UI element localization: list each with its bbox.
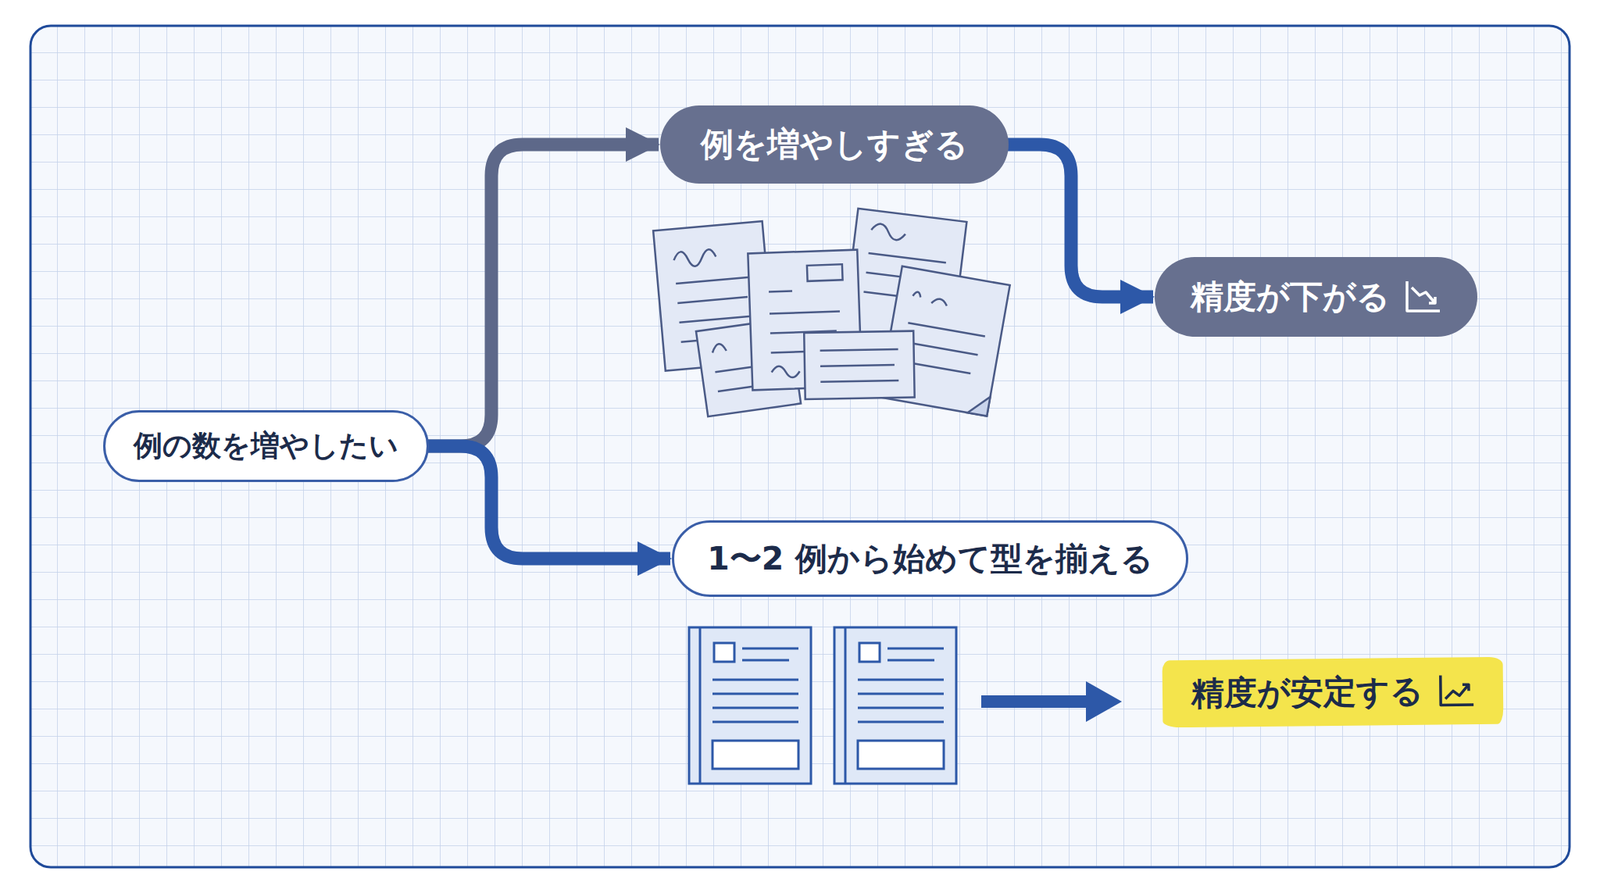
pill-box: 例の数を増やしたい <box>103 410 429 483</box>
connector-arrow <box>427 144 659 447</box>
node-label: 精度が下がる <box>1190 275 1390 319</box>
node-label: 精度が安定する <box>1190 669 1424 716</box>
pill-box: 例を増やしすぎる <box>660 105 1009 184</box>
connector-arrow <box>427 446 671 559</box>
frame <box>30 25 1570 868</box>
messy-papers <box>653 208 1011 417</box>
node-label: 1〜2 例から始めて型を揃える <box>707 537 1153 581</box>
result-arrow <box>981 681 1122 722</box>
node-label: 例の数を増やしたい <box>133 426 399 466</box>
tidy-documents <box>689 627 957 784</box>
highlight-box: 精度が安定する <box>1162 657 1504 729</box>
trend-down-icon <box>1403 279 1442 315</box>
node-label: 例を増やしすぎる <box>700 122 968 167</box>
pill-box: 精度が下がる <box>1154 257 1478 337</box>
trend-up-icon <box>1436 673 1475 709</box>
pill-box: 1〜2 例から始めて型を揃える <box>671 520 1189 597</box>
connector-arrow <box>1007 144 1154 297</box>
